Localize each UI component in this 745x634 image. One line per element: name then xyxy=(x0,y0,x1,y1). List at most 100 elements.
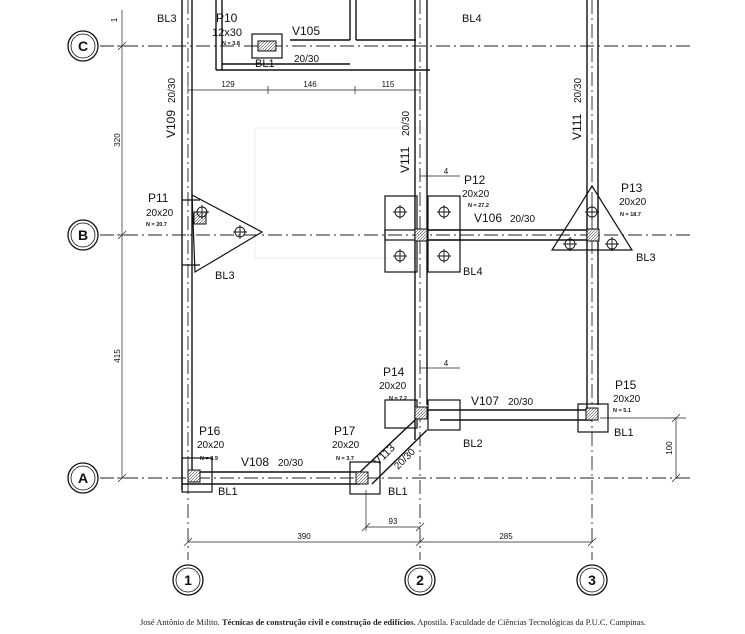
svg-text:N = 20.7: N = 20.7 xyxy=(146,222,167,228)
pillar-p16 xyxy=(187,469,201,483)
svg-text:P16: P16 xyxy=(199,424,221,438)
svg-text:20x20: 20x20 xyxy=(379,381,407,392)
pillars xyxy=(187,40,600,485)
dim-320: 320 xyxy=(113,133,122,147)
footing-label-bl4-top: BL4 xyxy=(462,13,482,25)
svg-text:P11: P11 xyxy=(148,191,169,205)
dim-285: 285 xyxy=(499,532,513,541)
axis-bubble-c: C xyxy=(67,30,99,62)
svg-text:P10: P10 xyxy=(216,11,238,25)
axis-label-b: B xyxy=(78,227,88,243)
svg-text:20x20: 20x20 xyxy=(462,189,490,200)
svg-text:N = 5.1: N = 5.1 xyxy=(613,408,631,414)
pillar-label-p10: P10 12x30 N = 3.8 xyxy=(212,11,242,47)
dim-1: 1 xyxy=(110,17,119,22)
axis-label-3: 3 xyxy=(588,572,596,588)
pillar-p11 xyxy=(193,211,207,225)
pillar-label-p16: P16 20x20 N = 8.9 xyxy=(197,424,225,462)
svg-text:P12: P12 xyxy=(464,173,486,187)
svg-text:20x20: 20x20 xyxy=(197,440,225,451)
footing-label-bl1-p16: BL1 xyxy=(218,486,238,498)
svg-text:20x20: 20x20 xyxy=(613,394,641,405)
svg-text:20/30: 20/30 xyxy=(508,397,533,408)
pillar-label-p11: P11 20x20 N = 20.7 xyxy=(146,191,174,228)
beam-label-v105: V105 20/30 xyxy=(292,24,320,65)
svg-text:V105: V105 xyxy=(292,24,320,38)
svg-text:V111: V111 xyxy=(570,113,584,140)
beam-label-v107: V107 20/30 xyxy=(471,394,533,408)
axis-label-2: 2 xyxy=(416,572,424,588)
axis-label-a: A xyxy=(78,470,88,486)
svg-text:V109: V109 xyxy=(164,110,178,138)
footing-label-bl3-p13: BL3 xyxy=(636,252,656,264)
svg-text:20/30: 20/30 xyxy=(294,54,319,65)
beam-label-v111-axis2: V111 20/30 xyxy=(398,111,412,173)
svg-text:N = 3.8: N = 3.8 xyxy=(222,41,240,47)
dim-146: 146 xyxy=(303,80,317,89)
svg-text:N = 3.7: N = 3.7 xyxy=(336,456,354,462)
beam-label-v109: V109 20/30 xyxy=(164,78,178,138)
dim-115: 115 xyxy=(382,80,395,89)
svg-text:N = 27.2: N = 27.2 xyxy=(468,203,489,209)
svg-text:N = 18.7: N = 18.7 xyxy=(620,212,641,218)
footing-blocks xyxy=(181,33,634,495)
svg-text:20x20: 20x20 xyxy=(619,197,647,208)
caption-author: José Antônio de Milito. xyxy=(140,617,220,627)
footing-label-bl1-p10: BL1 xyxy=(255,58,275,70)
footing-label-bl2-p14: BL2 xyxy=(463,438,483,450)
svg-text:N = 7.2: N = 7.2 xyxy=(389,396,407,402)
footing-label-bl1-p15: BL1 xyxy=(614,427,634,439)
caption-rest: Apostila. Faculdade de Ciências Tecnológ… xyxy=(417,617,646,627)
svg-text:20/30: 20/30 xyxy=(510,214,535,225)
pillar-label-p15: P15 20x20 N = 5.1 xyxy=(613,378,641,414)
svg-text:20/30: 20/30 xyxy=(167,78,178,103)
pillar-p12 xyxy=(414,228,428,242)
svg-text:20/30: 20/30 xyxy=(278,458,303,469)
axis-bubble-a: A xyxy=(67,462,99,494)
svg-text:V108: V108 xyxy=(241,455,269,469)
footing-label-bl4-p12: BL4 xyxy=(463,266,483,278)
dim-4-upper: 4 xyxy=(444,167,449,176)
footing-label-bl3-p11: BL3 xyxy=(215,270,235,282)
beam-label-v111-axis3: V111 20/30 xyxy=(570,78,584,140)
pillar-p15 xyxy=(585,407,599,421)
footing-label-bl3-top: BL3 xyxy=(157,13,177,25)
pillar-label-p17: P17 20x20 N = 3.7 xyxy=(332,424,360,462)
svg-text:N = 8.9: N = 8.9 xyxy=(200,456,218,462)
dim-390: 390 xyxy=(297,532,311,541)
pillar-label-p12: P12 20x20 N = 27.2 xyxy=(462,173,490,209)
axis-bubble-2: 2 xyxy=(404,564,436,596)
svg-text:20x20: 20x20 xyxy=(332,440,360,451)
dim-415: 415 xyxy=(113,349,122,363)
dim-93: 93 xyxy=(389,517,398,526)
dim-100: 100 xyxy=(665,441,674,455)
footing-label-bl1-p17: BL1 xyxy=(388,486,408,498)
svg-text:V106: V106 xyxy=(474,211,502,225)
axis-bubble-3: 3 xyxy=(576,564,608,596)
axis-label-1: 1 xyxy=(184,572,192,588)
pillar-p14 xyxy=(414,406,428,420)
axis-bubble-b: B xyxy=(67,219,99,251)
svg-text:12x30: 12x30 xyxy=(212,27,242,39)
svg-text:P17: P17 xyxy=(334,424,356,438)
beam-label-v108: V108 20/30 xyxy=(241,455,303,469)
pillar-p10 xyxy=(257,40,277,52)
beam-label-v113: V113 20/30 xyxy=(372,442,418,472)
axis-bubble-1: 1 xyxy=(172,564,204,596)
pillar-p17 xyxy=(355,471,369,485)
dim-129: 129 xyxy=(221,80,235,89)
dimension-lines xyxy=(117,10,686,547)
svg-text:V111: V111 xyxy=(398,146,412,173)
svg-text:20/30: 20/30 xyxy=(401,111,412,136)
pile-symbols xyxy=(195,205,619,263)
beam-label-v106: V106 20/30 xyxy=(474,211,535,225)
svg-text:P15: P15 xyxy=(615,378,637,392)
pillar-label-p13: P13 20x20 N = 18.7 xyxy=(619,181,647,218)
pillar-label-p14: P14 20x20 N = 7.2 xyxy=(379,365,407,402)
source-caption: José Antônio de Milito. Técnicas de cons… xyxy=(140,617,740,627)
svg-text:P13: P13 xyxy=(621,181,643,195)
svg-text:V107: V107 xyxy=(471,394,499,408)
pillar-p13 xyxy=(586,228,600,242)
svg-text:20x20: 20x20 xyxy=(146,208,174,219)
